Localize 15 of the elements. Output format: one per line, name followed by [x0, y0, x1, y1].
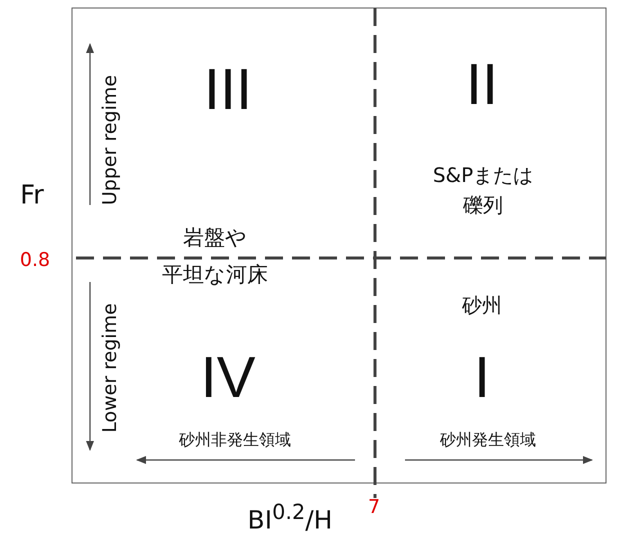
tick-label: 0.8 [20, 248, 50, 273]
axis-title: BI$^{0.2}$/H [248, 499, 332, 534]
region-label: 岩盤や平坦な河床 [162, 224, 268, 288]
region-label: 砂州発生領域 [440, 429, 536, 451]
quadrant-numeral: III [204, 61, 252, 119]
regime-label: Lower regime [98, 303, 122, 433]
regime-label: Upper regime [98, 74, 122, 206]
quadrant-numeral: II [466, 56, 498, 114]
tick-label: 7 [368, 494, 380, 520]
region-label: 砂州非発生領域 [179, 429, 291, 451]
axis-title: Fr [20, 180, 44, 212]
region-label: 砂州 [462, 292, 502, 319]
quadrant-numeral: I [474, 349, 490, 407]
region-label: S&Pまたは礫列 [432, 162, 534, 219]
quadrant-numeral: IV [200, 349, 256, 407]
